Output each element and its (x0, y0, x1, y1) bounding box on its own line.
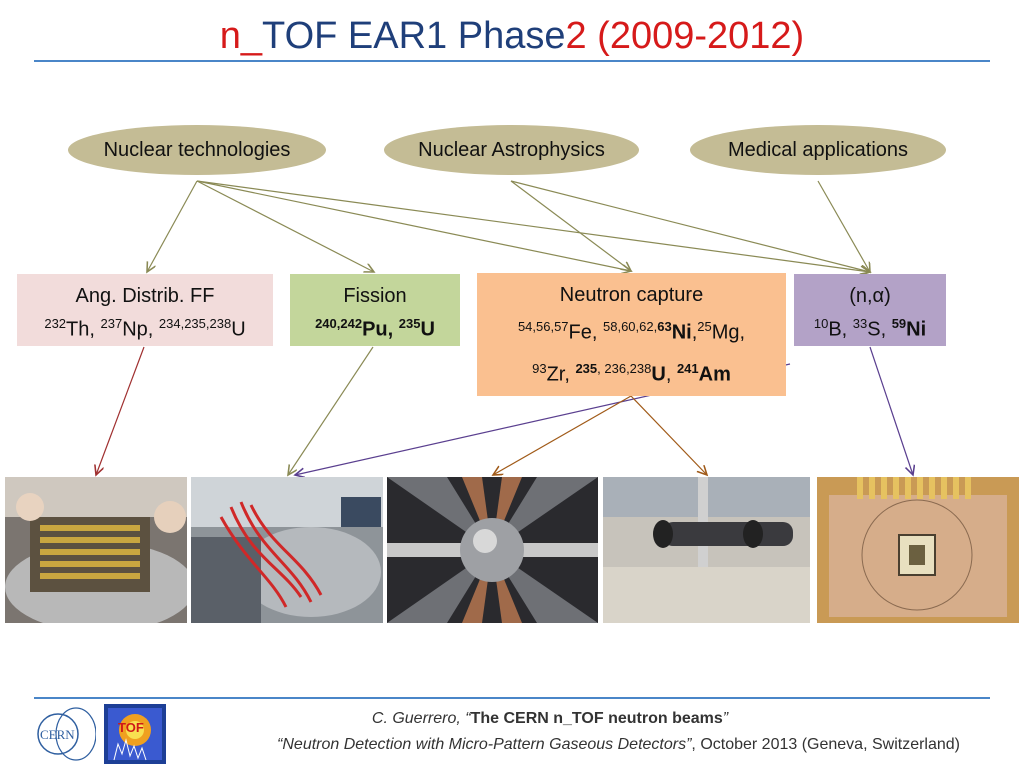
slide-title: n_TOF EAR1 Phase2 (2009-2012) (0, 10, 1024, 62)
title-phase: 2 (2009-2012) (565, 15, 805, 57)
photo-tac-calorimeter (387, 477, 598, 623)
box-title: Ang. Distrib. FF (75, 285, 215, 307)
isotope-list: 232Th, 237Np, 234,235,238U (44, 316, 246, 341)
category-nuclear-technologies: Nuclear technologies (68, 125, 326, 175)
svg-text:TOF: TOF (118, 720, 144, 735)
category-medical-applications: Medical applications (690, 125, 946, 175)
footer-citation: C. Guerrero, “The CERN n_TOF neutron bea… (371, 710, 729, 727)
photo-ppac-detector (5, 477, 187, 623)
box-angular-distribution: Ang. Distrib. FF 232Th, 237Np, 234,235,2… (17, 274, 273, 346)
photo-micromegas (817, 477, 1019, 623)
arrow-tech-fission (196, 180, 374, 272)
box-title: Neutron capture (559, 284, 704, 306)
title-rule (34, 60, 990, 62)
arrow-capture-photo2 (630, 395, 707, 475)
svg-text:CERN: CERN (40, 727, 75, 742)
isotope-list-2: 93Zr, 235, 236,238U, 241Am (532, 360, 731, 386)
arrow-tech-capture (196, 180, 631, 271)
box-fission: Fission 240,242Pu, 235U (290, 274, 460, 346)
arrow-astro-nalpha (510, 180, 870, 272)
category-nuclear-astrophysics: Nuclear Astrophysics (384, 125, 639, 175)
box-n-alpha: (n,α) 10B, 33S, 59Ni (794, 274, 946, 346)
arrow-fission-photo (288, 346, 374, 475)
arrow-astro-capture (510, 180, 631, 271)
footer-rule (34, 697, 990, 699)
photo-c6d6-detectors (603, 477, 810, 623)
box-title: Fission (343, 285, 407, 307)
arrow-tech-nalpha (196, 180, 870, 272)
footer-conference: “Neutron Detection with Micro-Pattern Ga… (277, 736, 960, 753)
isotope-list: 10B, 33S, 59Ni (813, 316, 927, 341)
box-neutron-capture: Neutron capture 54,56,57Fe, 58,60,62,63N… (477, 273, 786, 396)
photo-fission-chamber (191, 477, 383, 623)
ntof-logo: TOF (104, 704, 166, 764)
arrow-ang-photo (96, 346, 145, 475)
title-main: TOF EAR1 Phase (262, 15, 566, 57)
arrow-nalpha-photo (869, 346, 913, 475)
isotope-list: 240,242Pu, 235U (315, 316, 435, 341)
title-prefix: n_ (219, 15, 263, 57)
arrow-capture-photo1 (493, 395, 632, 475)
arrow-tech-ang (147, 180, 198, 272)
arrow-medical-nalpha (817, 180, 870, 272)
box-title: (n,α) (849, 285, 891, 307)
isotope-list-1: 54,56,57Fe, 58,60,62,63Ni,25Mg, (517, 319, 746, 344)
cern-logo: CERN (34, 704, 97, 764)
